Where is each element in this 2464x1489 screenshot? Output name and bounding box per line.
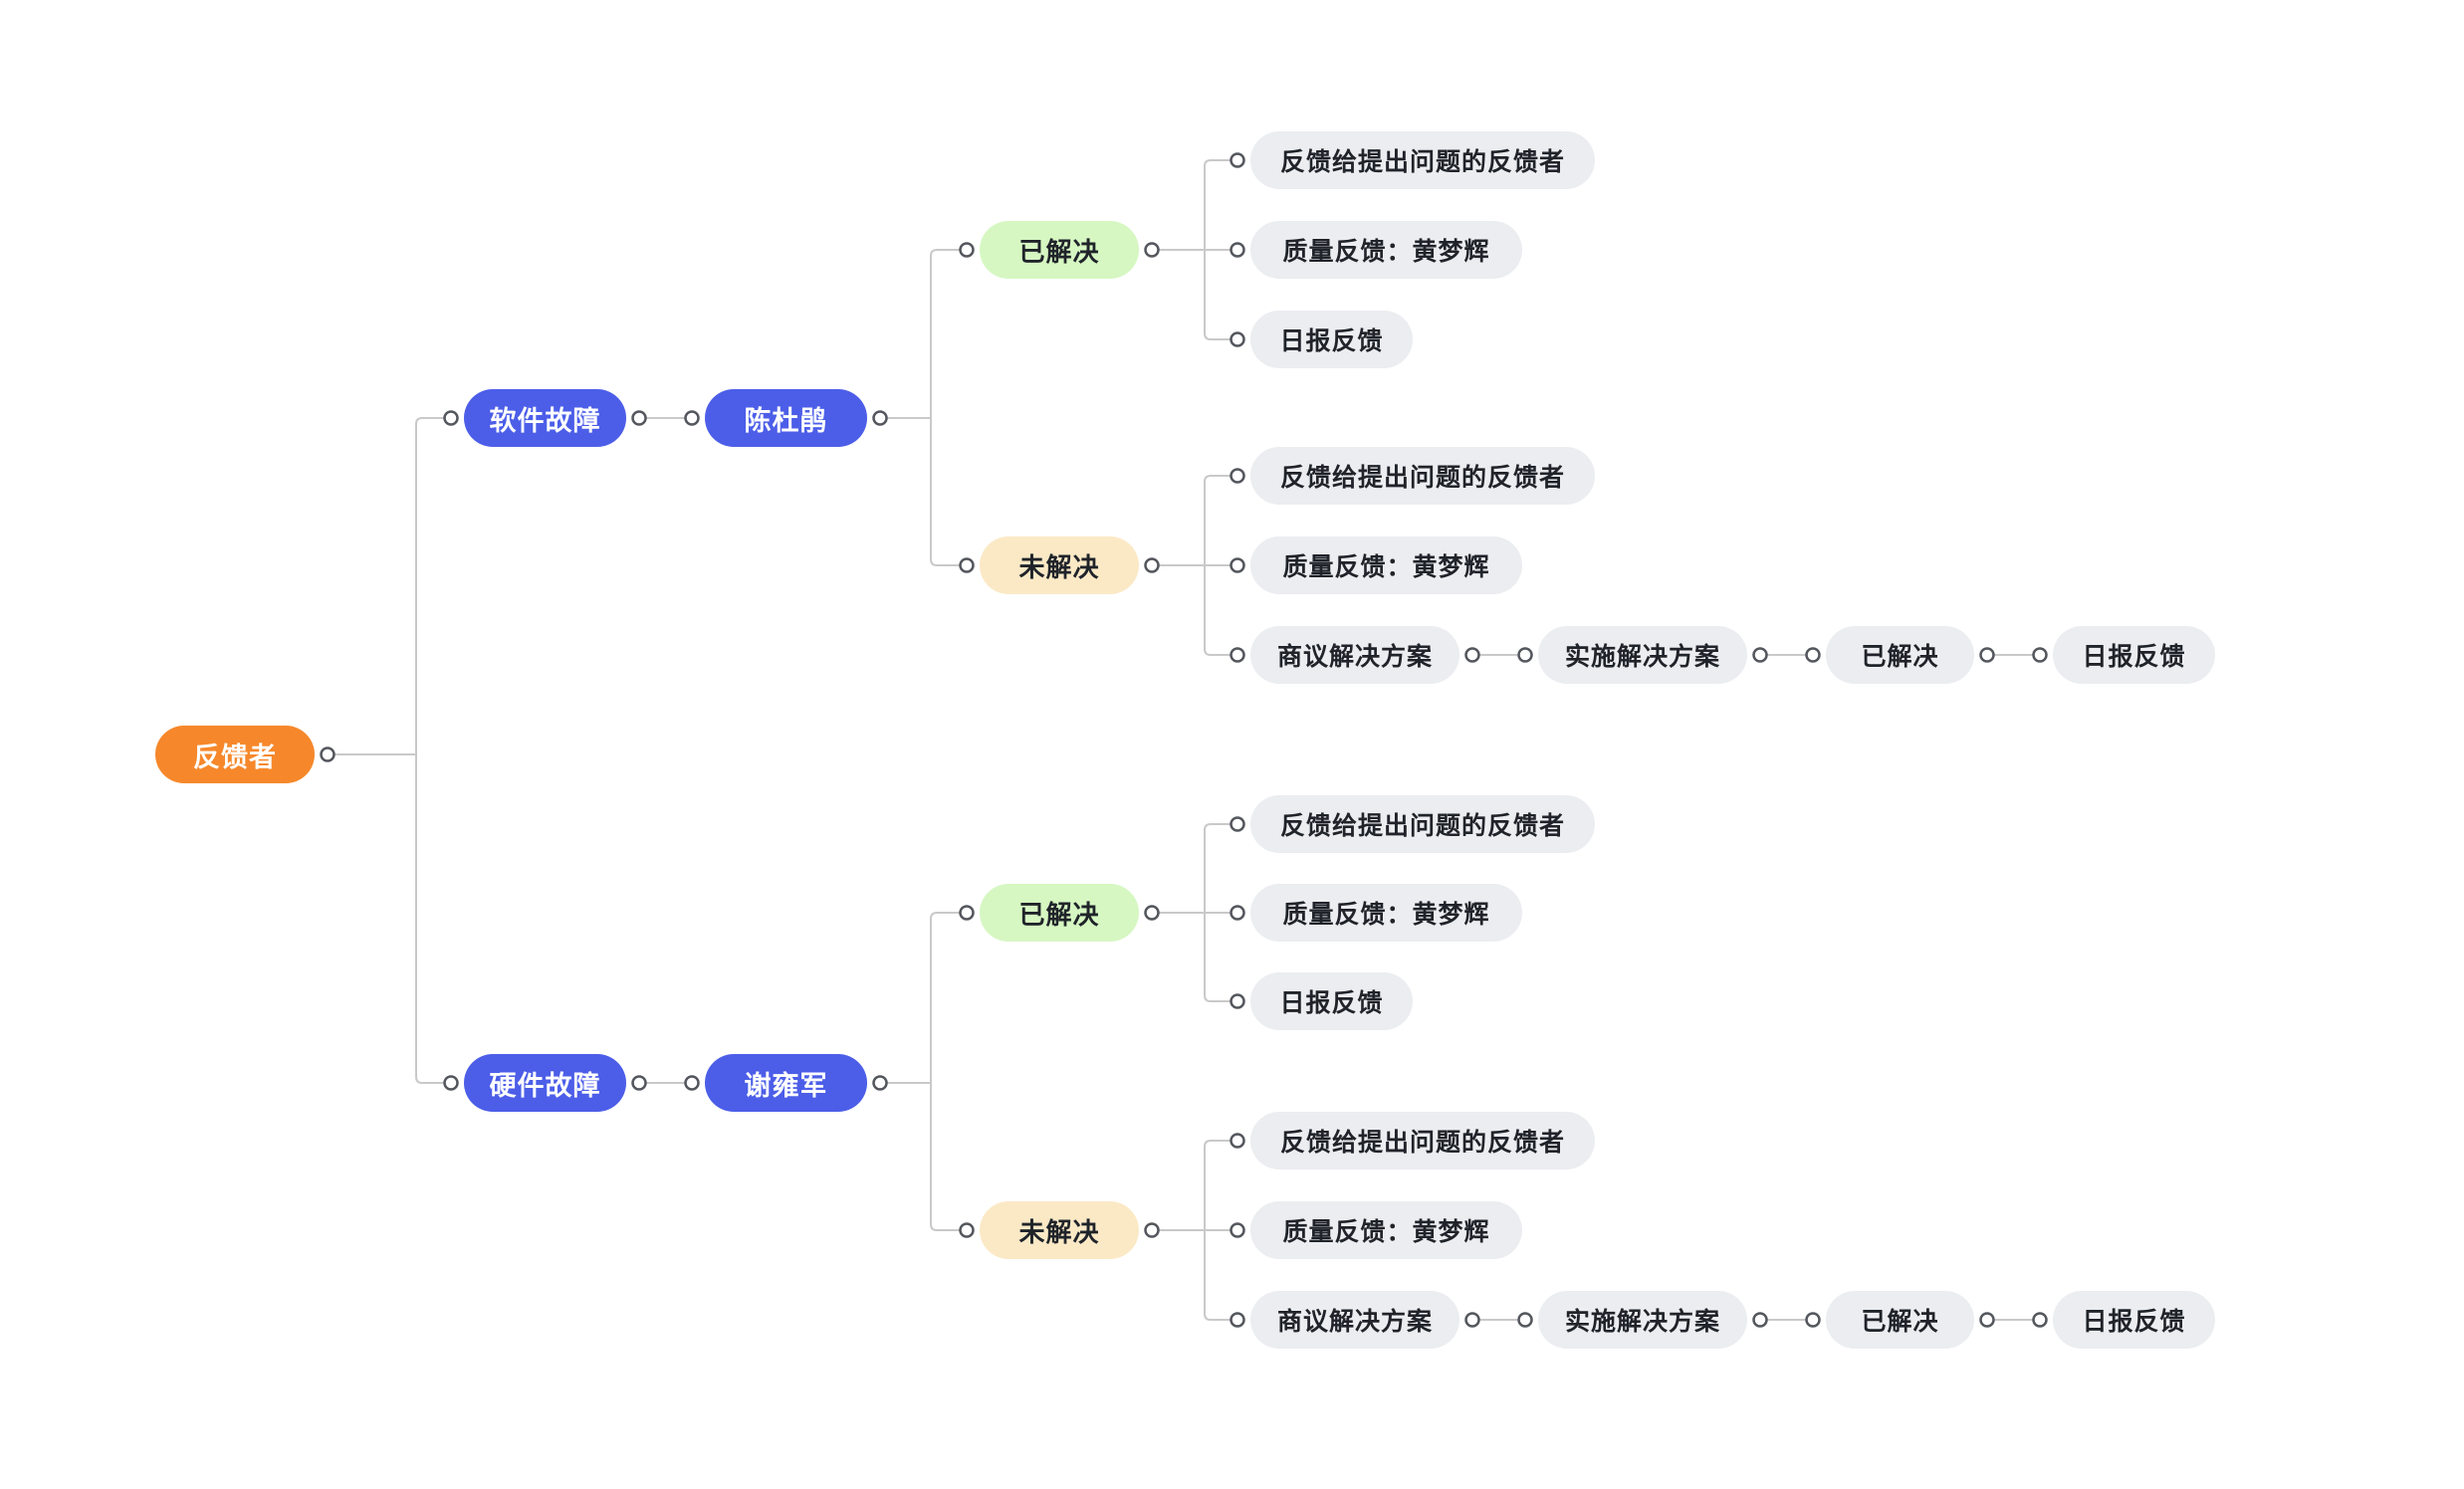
step-software-unresolved-negotiate-solution[interactable]: 商议解决方案 (1250, 626, 1459, 684)
node-software-unresolved[interactable]: 未解决 (980, 536, 1139, 594)
step-hardware-resolved-daily-report[interactable]: 日报反馈 (1250, 972, 1413, 1030)
chain-hardware-implement-solution[interactable]: 实施解决方案 (1538, 1291, 1747, 1349)
node-software-assignee[interactable]: 陈杜鹃 (705, 389, 867, 447)
chain-software-resolved[interactable]: 已解决 (1826, 626, 1974, 684)
step-software-resolved-feedback-reporter[interactable]: 反馈给提出问题的反馈者 (1250, 131, 1595, 189)
step-hardware-resolved-quality-feedback[interactable]: 质量反馈：黄梦辉 (1250, 884, 1522, 942)
step-hardware-unresolved-feedback-reporter[interactable]: 反馈给提出问题的反馈者 (1250, 1112, 1595, 1170)
node-root-feedbacker[interactable]: 反馈者 (155, 726, 315, 783)
node-software-resolved[interactable]: 已解决 (980, 221, 1139, 279)
chain-software-implement-solution[interactable]: 实施解决方案 (1538, 626, 1747, 684)
connector-dots (320, 152, 2048, 1328)
node-software-fault[interactable]: 软件故障 (464, 389, 626, 447)
step-software-resolved-quality-feedback[interactable]: 质量反馈：黄梦辉 (1250, 221, 1522, 279)
node-hardware-assignee[interactable]: 谢雍军 (705, 1054, 867, 1112)
connector-lines (334, 159, 2034, 1321)
step-software-unresolved-quality-feedback[interactable]: 质量反馈：黄梦辉 (1250, 536, 1522, 594)
step-hardware-unresolved-quality-feedback[interactable]: 质量反馈：黄梦辉 (1250, 1201, 1522, 1259)
step-software-unresolved-feedback-reporter[interactable]: 反馈给提出问题的反馈者 (1250, 447, 1595, 505)
step-software-resolved-daily-report[interactable]: 日报反馈 (1250, 311, 1413, 368)
step-hardware-resolved-feedback-reporter[interactable]: 反馈给提出问题的反馈者 (1250, 795, 1595, 853)
node-hardware-resolved[interactable]: 已解决 (980, 884, 1139, 942)
chain-hardware-daily-report[interactable]: 日报反馈 (2053, 1291, 2215, 1349)
chain-software-daily-report[interactable]: 日报反馈 (2053, 626, 2215, 684)
step-hardware-unresolved-negotiate-solution[interactable]: 商议解决方案 (1250, 1291, 1459, 1349)
chain-hardware-resolved[interactable]: 已解决 (1826, 1291, 1974, 1349)
node-hardware-fault[interactable]: 硬件故障 (464, 1054, 626, 1112)
node-hardware-unresolved[interactable]: 未解决 (980, 1201, 1139, 1259)
